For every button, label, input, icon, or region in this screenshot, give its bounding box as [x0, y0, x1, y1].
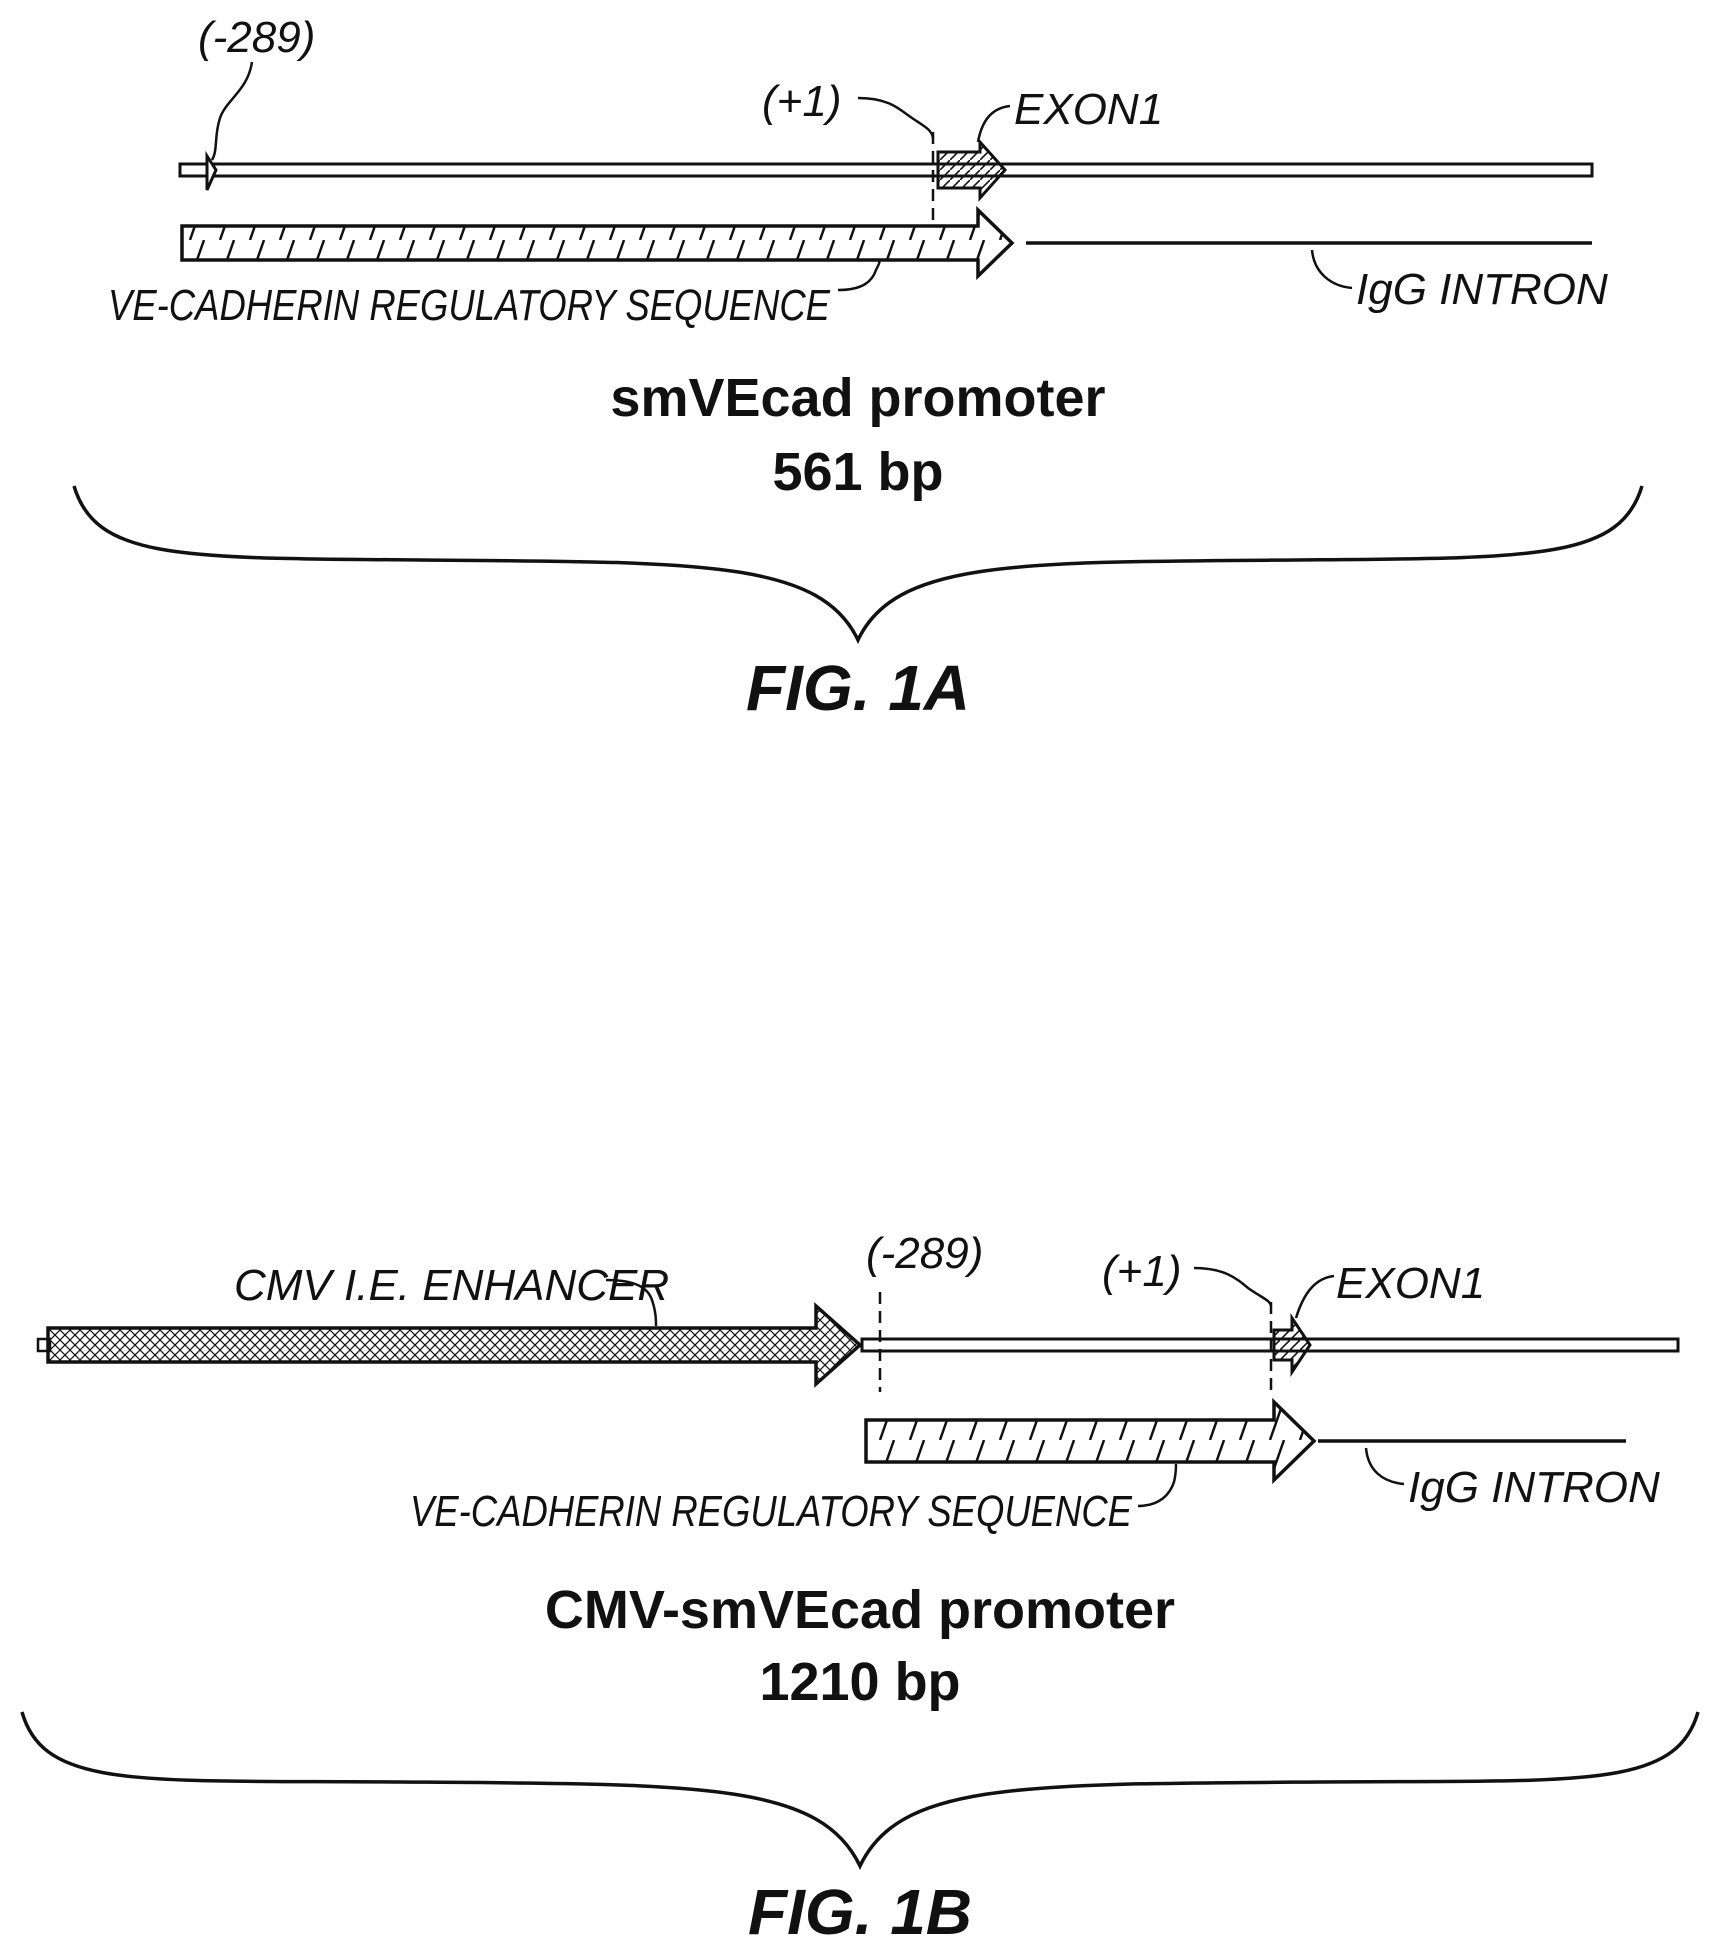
tss-label-leader — [858, 98, 933, 138]
figure-caption: FIG. 1A — [746, 652, 970, 724]
brace — [74, 486, 1642, 640]
igg-intron-label: IgG INTRON — [1356, 265, 1608, 314]
exon1-label-leader — [1296, 1276, 1334, 1318]
start-position-label: (-289) — [866, 1229, 983, 1278]
tss-label-leader — [1194, 1268, 1271, 1306]
promoter-title: smVEcad promoter — [610, 368, 1105, 428]
promoter-size: 561 bp — [772, 442, 943, 502]
tss-position-label: (+1) — [762, 77, 841, 126]
cmv-enhancer-arrow — [48, 1306, 860, 1384]
intron-label-leader — [1312, 250, 1352, 288]
figure-1b: CMV I.E. ENHANCER (-289) (+1) EXON1 VE-C… — [22, 1229, 1698, 1948]
exon1-arrow — [1274, 1318, 1310, 1372]
regulatory-sequence-arrow — [182, 210, 1012, 276]
exon1-label-leader — [978, 106, 1010, 142]
start-position-label: (-289) — [198, 13, 315, 62]
cmv-enhancer-label: CMV I.E. ENHANCER — [234, 1261, 669, 1310]
regulatory-sequence-arrow — [866, 1402, 1314, 1480]
figure-1a: (-289) (+1) EXON1 VE-CADHERIN REGULATORY… — [74, 13, 1642, 724]
start-arrow-marker — [207, 156, 216, 190]
exon1-label: EXON1 — [1014, 85, 1163, 134]
dna-backbone — [180, 164, 1592, 176]
regulatory-sequence-label: VE-CADHERIN REGULATORY SEQUENCE — [108, 281, 831, 330]
exon1-arrow — [938, 142, 1005, 198]
figure-caption: FIG. 1B — [748, 1876, 972, 1948]
start-label-leader — [212, 62, 252, 160]
promoter-size: 1210 bp — [759, 1652, 960, 1712]
exon1-label: EXON1 — [1336, 1259, 1485, 1308]
brace — [22, 1712, 1698, 1866]
regulatory-sequence-label: VE-CADHERIN REGULATORY SEQUENCE — [410, 1487, 1133, 1536]
tss-position-label: (+1) — [1102, 1247, 1181, 1296]
igg-intron-label: IgG INTRON — [1408, 1463, 1660, 1512]
regulatory-label-leader — [838, 262, 879, 290]
promoter-title: CMV-smVEcad promoter — [545, 1580, 1175, 1640]
regulatory-label-leader — [1138, 1464, 1176, 1506]
intron-label-leader — [1366, 1448, 1404, 1484]
